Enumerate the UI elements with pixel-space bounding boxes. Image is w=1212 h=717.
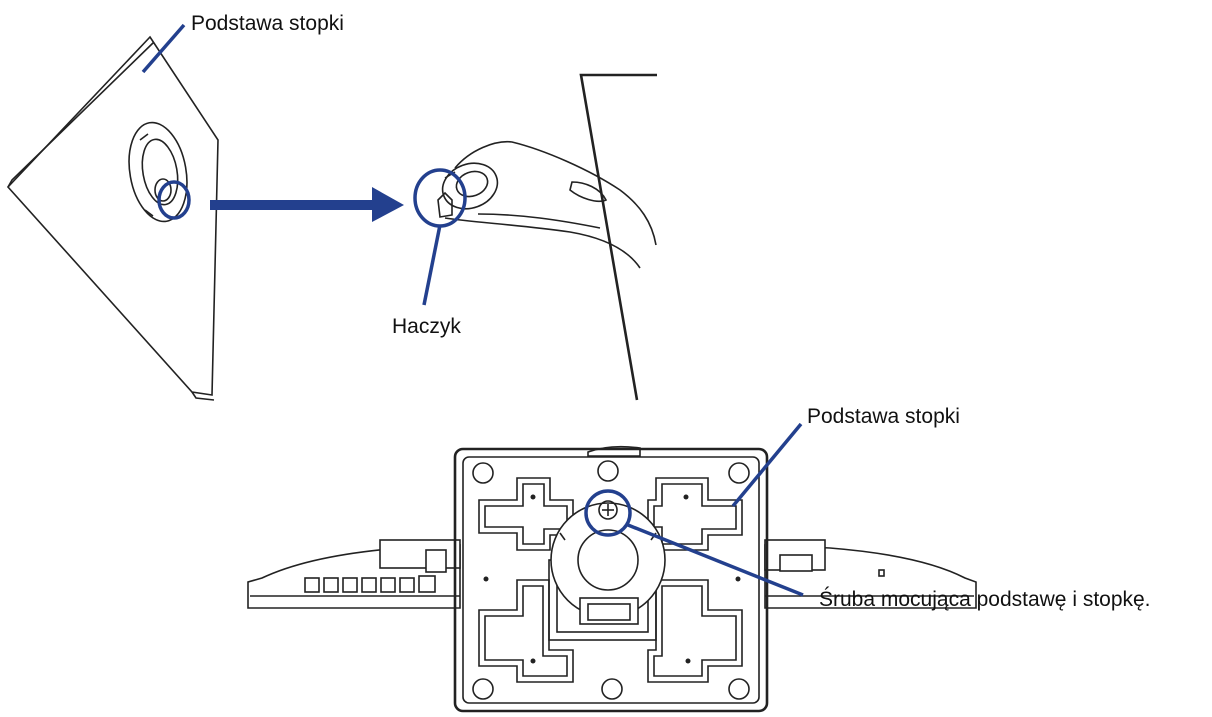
stand-base-plate bbox=[6, 35, 219, 401]
monitor-back-view bbox=[247, 445, 977, 713]
label-base-bottom: Podstawa stopki bbox=[807, 405, 960, 428]
connector-ports bbox=[304, 575, 436, 593]
label-base-top: Podstawa stopki bbox=[191, 12, 344, 35]
stand-neck bbox=[437, 73, 657, 401]
screw-leader-line bbox=[627, 523, 804, 597]
hook-leader-line bbox=[422, 224, 442, 306]
base-top-leader-line bbox=[141, 23, 186, 74]
screw-highlight-circle bbox=[584, 489, 632, 537]
base-bottom-leader-line bbox=[731, 422, 803, 508]
label-screw: Śruba mocująca podstawę i stopkę. bbox=[819, 587, 1151, 611]
base-slot-highlight-circle bbox=[157, 180, 191, 220]
label-hook: Haczyk bbox=[392, 315, 461, 338]
direction-arrow bbox=[210, 187, 404, 222]
